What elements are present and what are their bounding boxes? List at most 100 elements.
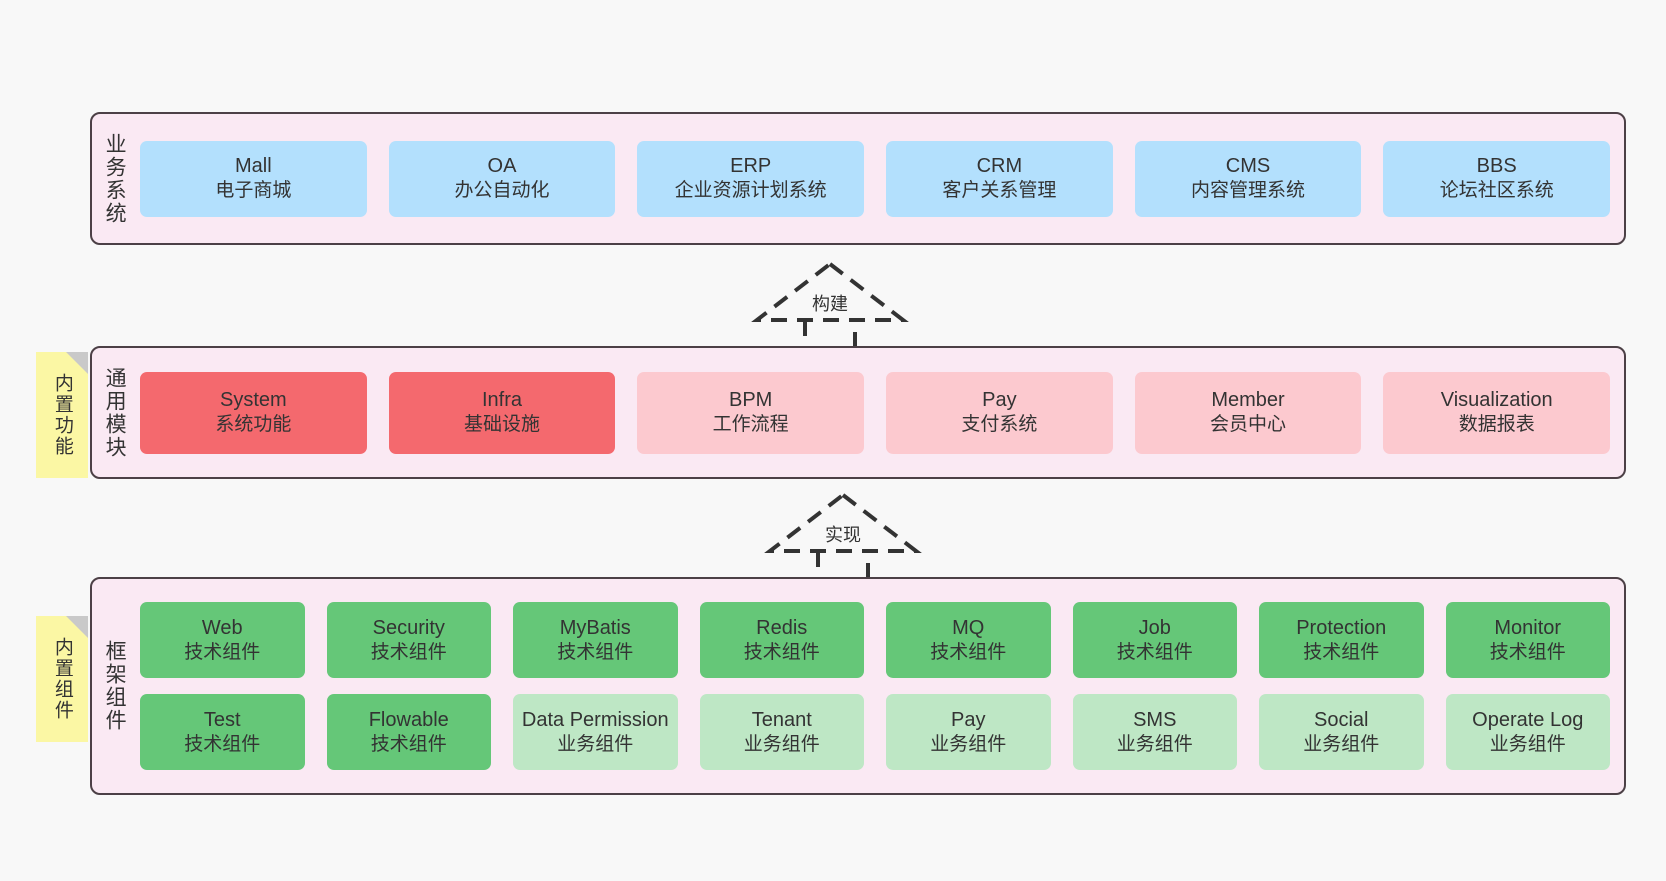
card-title-en: Pay <box>951 708 986 731</box>
card-title-cn: 内容管理系统 <box>1191 180 1306 202</box>
card-title-en: Redis <box>756 616 808 639</box>
card-title-cn: 基础设施 <box>464 414 541 436</box>
folded-corner-icon <box>66 352 88 374</box>
card-title-en: CRM <box>976 155 1023 178</box>
card-title-cn: 业务组件 <box>930 733 1007 755</box>
card-title-cn: 会员中心 <box>1210 414 1287 436</box>
card-title-en: Test <box>203 708 241 731</box>
card-title-en: Visualization <box>1440 389 1553 412</box>
card-title-en: BBS <box>1476 155 1517 178</box>
card-title-cn: 业务组件 <box>1303 733 1380 755</box>
card-title-en: MyBatis <box>559 616 631 639</box>
card-title-cn: 业务组件 <box>1116 733 1193 755</box>
card-title-en: Infra <box>481 389 523 412</box>
card-title-cn: 客户关系管理 <box>942 180 1057 202</box>
card-title-en: SMS <box>1133 708 1177 731</box>
card-title-en: Mall <box>235 155 272 178</box>
card-title-en: BPM <box>729 389 773 412</box>
card-title-en: Operate Log <box>1472 708 1584 731</box>
card-title-cn: 电子商城 <box>215 180 292 202</box>
card-title-cn: 技术组件 <box>1303 641 1380 663</box>
card-title-cn: 技术组件 <box>743 641 820 663</box>
card-title-cn: 业务组件 <box>557 733 634 755</box>
card-title-cn: 业务组件 <box>1489 733 1566 755</box>
layer-title-common: 通用模块 <box>103 366 127 459</box>
card-title-en: Job <box>1138 616 1171 639</box>
card-title-en: System <box>219 389 287 412</box>
card-title-en: Monitor <box>1494 616 1562 639</box>
arrow-build-label: 构建 <box>810 290 850 316</box>
card-title-en: Data Permission <box>521 708 669 731</box>
folded-corner-icon <box>66 616 88 638</box>
card-title-en: Web <box>201 616 243 639</box>
card-title-en: MQ <box>952 616 985 639</box>
card-title-en: Tenant <box>751 708 812 731</box>
card-title-cn: 数据报表 <box>1458 414 1535 436</box>
card-title-en: Social <box>1314 708 1369 731</box>
arrow-implement-label: 实现 <box>823 521 863 547</box>
card-title-cn: 企业资源计划系统 <box>674 180 827 202</box>
card-title-cn: 系统功能 <box>215 414 292 436</box>
layer-title-framework: 框架组件 <box>103 640 127 732</box>
card-title-en: Protection <box>1296 616 1387 639</box>
card-title-cn: 技术组件 <box>370 733 447 755</box>
card-title-cn: 技术组件 <box>1116 641 1193 663</box>
card-title-cn: 技术组件 <box>557 641 634 663</box>
card-title-cn: 支付系统 <box>961 414 1038 436</box>
card-title-cn: 技术组件 <box>1489 641 1566 663</box>
card-title-en: Security <box>372 616 445 639</box>
layer-title-business: 业务系统 <box>103 132 127 225</box>
card-title-en: CMS <box>1225 155 1271 178</box>
card-title-en: Flowable <box>368 708 449 731</box>
card-title-cn: 论坛社区系统 <box>1439 180 1554 202</box>
card-title-cn: 业务组件 <box>743 733 820 755</box>
card-title-en: ERP <box>730 155 772 178</box>
tag-builtin-function-label: 内置功能 <box>51 373 73 457</box>
tag-builtin-component-label: 内置组件 <box>51 637 73 721</box>
arrow-implement: 实现 <box>764 489 922 581</box>
card-title-en: Pay <box>982 389 1017 412</box>
card-title-cn: 技术组件 <box>370 641 447 663</box>
tag-builtin-component: 内置组件 <box>36 616 88 742</box>
card-title-cn: 技术组件 <box>184 641 261 663</box>
